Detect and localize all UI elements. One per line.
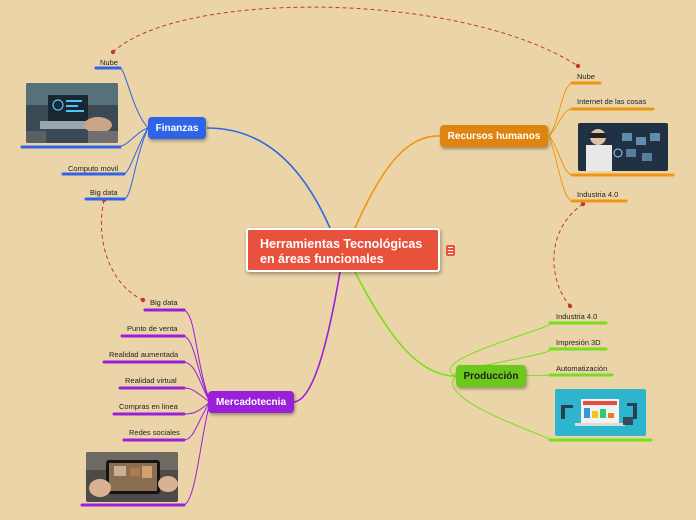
topic-produccion[interactable]: Producción <box>456 365 526 387</box>
leaf-rh-nube[interactable]: Nube <box>577 72 595 81</box>
leaf-merc-realidad-aumentada[interactable]: Realidad aumentada <box>109 350 179 359</box>
relationship-endpoint <box>567 303 573 309</box>
relationship-bigdata-bigdata[interactable] <box>100 199 144 301</box>
relationship-endpoint <box>140 297 146 303</box>
mercadotecnia-ar-phone-image[interactable] <box>86 452 178 502</box>
leaf-prod-automatizacion[interactable]: Automatización <box>556 364 608 373</box>
leaf-finanzas-big-data[interactable]: Big data <box>90 188 118 197</box>
leaf-prod-industria-4-0[interactable]: Industria 4.0 <box>556 312 598 321</box>
relationship-endpoint <box>575 63 581 69</box>
leaf-merc-compras-en-linea[interactable]: Compras en linea <box>119 402 178 411</box>
connector-produccion <box>354 271 456 377</box>
central-topic-line2: en áreas funcionales <box>260 252 384 266</box>
leaf-finanzas-computo-movil[interactable]: Computo movil <box>68 164 119 173</box>
topic-finanzas[interactable]: Finanzas <box>148 117 206 139</box>
relationship-endpoint <box>110 49 116 55</box>
connector-mercadotecnia <box>292 271 341 403</box>
leaf-rh-industria-4-0[interactable]: Industria 4.0 <box>577 190 619 199</box>
leaf-merc-punto-de-venta[interactable]: Punto de venta <box>127 324 178 333</box>
note-icon[interactable] <box>446 245 455 256</box>
leaf-prod-impresion-3d[interactable]: Impresión 3D <box>556 338 601 347</box>
relationship-nube-nube[interactable] <box>112 6 579 67</box>
leaf-merc-redes-sociales[interactable]: Redes sociales <box>129 428 180 437</box>
central-topic[interactable]: Herramientas Tecnológicas en áreas funci… <box>246 228 440 272</box>
relationship-industria-industria[interactable] <box>553 203 584 307</box>
central-topic-line1: Herramientas Tecnológicas <box>260 237 423 251</box>
recursos-humanos-vr-image[interactable] <box>578 123 668 171</box>
topic-mercadotecnia[interactable]: Mercadotecnia <box>208 391 294 413</box>
leaf-rh-internet-de-las-cosas[interactable]: Internet de las cosas <box>577 97 647 106</box>
leaf-finanzas-nube[interactable]: Nube <box>100 58 118 67</box>
connector-finanzas <box>206 127 331 229</box>
leaf-merc-big-data[interactable]: Big data <box>150 298 178 307</box>
leaf-merc-realidad-virtual[interactable]: Realidad virtual <box>125 376 177 385</box>
relationship-endpoint <box>580 201 586 207</box>
finanzas-laptop-image[interactable] <box>26 83 118 143</box>
topic-recursos-humanos[interactable]: Recursos humanos <box>440 125 548 147</box>
produccion-automation-image[interactable] <box>555 389 646 436</box>
connector-recursos <box>354 135 441 229</box>
